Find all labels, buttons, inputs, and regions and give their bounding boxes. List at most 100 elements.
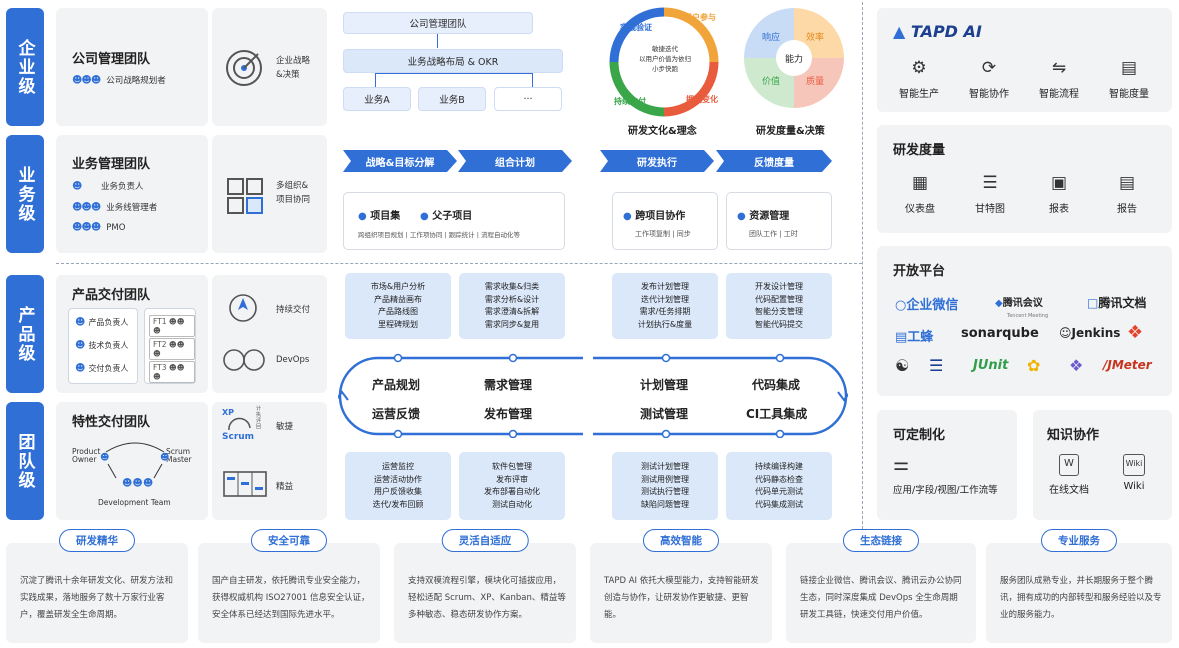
scrum-steps-label: 计 执 评 回 — [256, 406, 262, 430]
team-cycle-icon: ☻☻☻☻☻ — [100, 442, 169, 488]
loop-item-8: CI工具集成 — [746, 407, 808, 421]
feature-team-title: 特性交付团队 — [72, 415, 151, 430]
ft2-tag: FT2 ☻☻☻ — [149, 338, 195, 360]
scrum-cycle-icon — [228, 417, 251, 431]
product-team-card: 产品交付团队 ☻产品负责人 ☻技术负责人 ☻交付负责人 FT1 ☻☻☻ FT2 … — [56, 275, 208, 393]
user-icon: ☻ — [72, 181, 82, 192]
tapd-item-2[interactable]: ⟳智能协作 — [969, 58, 1009, 100]
culture-label-2: 持续交付 — [614, 96, 646, 106]
feature-tag-3: 灵活自适应 — [441, 529, 529, 552]
metrics-title: 研发度量 — [893, 143, 946, 158]
logo-sonarqube: sonarqube — [961, 326, 1039, 341]
arrow-execution: 研发执行 — [600, 150, 714, 172]
tapd-item-4[interactable]: ▤智能度量 — [1109, 58, 1149, 100]
scrum-master-label: Scrum Master — [166, 447, 192, 464]
product-role-1: ☻产品负责人 — [75, 317, 129, 328]
metrics-dashboard[interactable]: ▦仪表盘 — [905, 173, 935, 215]
metrics-gantt[interactable]: ☰甘特图 — [975, 173, 1005, 215]
lifecycle-loop — [338, 353, 848, 438]
wiki-icon: Wiki — [1123, 454, 1145, 476]
culture-caption: 研发文化&理念 — [628, 126, 697, 137]
tapd-ai-card: ▲ TAPD AI ⚙智能生产 ⟳智能协作 ⇋智能流程 ▤智能度量 — [877, 8, 1172, 112]
feature-text-4: TAPD AI 依托大模型能力，支持智能研发创造与协作，让研发协作更敏捷、更智能… — [604, 576, 759, 620]
feature-card-5: 生态链接链接企业微信、腾讯会议、腾讯云办公协同生态，同时深度集成 DevOps … — [786, 529, 976, 643]
project-t2: ● 父子项目 — [420, 211, 473, 222]
feature-text-5: 链接企业微信、腾讯会议、腾讯云办公协同生态，同时深度集成 DevOps 全生命周… — [800, 576, 962, 620]
delivery-devops-card: 持续交付 DevOps — [212, 275, 327, 393]
v-divider — [862, 2, 863, 534]
bottom-box-2: 软件包管理发布评审发布部署自动化测试自动化 — [459, 452, 565, 520]
business-role-1: ☻ 业务负责人 — [72, 181, 144, 192]
feature-tag-2: 安全可靠 — [251, 529, 327, 552]
scrum-label: Scrum — [222, 432, 255, 442]
product-role-3: ☻交付负责人 — [75, 363, 129, 374]
custom-card: 可定制化 ⚌ 应用/字段/视图/工作流等 — [877, 410, 1017, 520]
agile-label: 敏捷 — [276, 422, 294, 432]
knowledge-title: 知识协作 — [1047, 428, 1100, 443]
okr-node: 业务战略布局 & OKR — [343, 49, 563, 73]
ft3-tag: FT3 ☻☻☻ — [149, 361, 195, 383]
feature-card-3: 灵活自适应支持双模流程引擎，模块化可插拔应用，轻松适配 Scrum、XP、Kan… — [394, 529, 576, 643]
feature-card-1: 研发精华沉淀了腾讯十余年研发文化、研发方法和实践成果，落地服务了数十万家行业客户… — [6, 529, 188, 643]
gitlab-icon: ❖ — [1127, 322, 1144, 343]
measure-label-1: 效率 — [806, 31, 824, 43]
ft1-tag: FT1 ☻☻☻ — [149, 315, 195, 337]
custom-text: 应用/字段/视图/工作流等 — [893, 485, 998, 496]
tapd-item-1[interactable]: ⚙智能生产 — [899, 58, 939, 100]
chart-icon: ▣ — [1050, 173, 1068, 193]
metrics-report[interactable]: ▣报表 — [1049, 173, 1069, 215]
ai-production-icon: ⚙ — [911, 58, 927, 78]
open-title: 开放平台 — [893, 264, 946, 279]
tree-connector — [437, 34, 438, 48]
tapd-item-3[interactable]: ⇋智能流程 — [1039, 58, 1079, 100]
kanban-icon — [223, 471, 267, 497]
feature-text-6: 服务团队成熟专业，并长期服务于整个腾讯，拥有成功的内部转型和服务经验以及专业的服… — [1000, 576, 1162, 620]
measure-label-3: 质量 — [806, 75, 824, 87]
top-box-2: 需求收集&归类需求分析&设计需求澄清&拆解需求同步&复用 — [459, 273, 565, 339]
arrow-portfolio: 组合计划 — [458, 150, 572, 172]
svg-text:☻: ☻ — [100, 452, 109, 463]
bottom-box-1: 运营监控运营活动协作用户反馈收集迭代/发布回顾 — [345, 452, 451, 520]
product-team-title: 产品交付团队 — [72, 288, 151, 303]
feature-tag-6: 专业服务 — [1041, 529, 1117, 552]
logo-wecom: ○企业微信 — [895, 298, 959, 313]
feature-card-6: 专业服务服务团队成熟专业，并长期服务于整个腾讯，拥有成功的内部转型和服务经验以及… — [986, 529, 1172, 643]
resource-sub: 团队工作 | 工时 — [749, 230, 798, 238]
strategy-top-node: 公司管理团队 — [343, 12, 533, 34]
xp-label: XP — [222, 408, 235, 417]
top-box-4: 开发设计管理代码配置管理智能分支管理智能代码提交 — [726, 273, 832, 339]
logo-tencent-docs: □腾讯文档 — [1087, 296, 1147, 310]
feature-team-card: 特性交付团队 Product Owner Scrum Master ☻☻☻☻☻ … — [56, 402, 208, 520]
gantt-icon: ☰ — [982, 173, 998, 193]
feature-text-3: 支持双模流程引擎，模块化可插拔应用，轻松适配 Scrum、XP、Kanban、精… — [408, 576, 566, 620]
culture-center: 敏捷迭代 以用户价值为依归 小步快跑 — [639, 45, 691, 73]
multi-org-card: 多组织& 项目协同 — [212, 135, 327, 253]
bar-icon: ☰ — [929, 356, 944, 375]
target-icon — [226, 50, 262, 86]
ai-collab-icon: ⟳ — [981, 58, 997, 78]
company-team-title: 公司管理团队 — [72, 52, 151, 67]
ai-flow-icon: ⇋ — [1051, 58, 1067, 78]
user-group-icon: ☻☻☻ — [72, 202, 101, 213]
metrics-document[interactable]: ▤报告 — [1117, 173, 1137, 215]
loop-item-3: 计划管理 — [640, 378, 689, 392]
agile-lean-card: XP 计 执 评 回 Scrum 敏捷 精益 — [212, 402, 327, 520]
github-icon: ☯ — [895, 356, 910, 375]
measure-caption: 研发度量&决策 — [756, 126, 825, 137]
devops-label: DevOps — [276, 355, 310, 365]
loop-item-7: 测试管理 — [640, 407, 689, 421]
business-role-2: ☻☻☻业务线管理者 — [72, 202, 158, 213]
feature-card-2: 安全可靠国产自主研发，依托腾讯专业安全能力，获得权威机构 ISO27001 信息… — [198, 529, 380, 643]
company-team-card: 公司管理团队 ☻☻☻公司战略规划者 — [56, 8, 208, 126]
top-box-3: 发布计划管理迭代计划管理需求/任务排期计划执行&度量 — [612, 273, 718, 339]
top-box-1: 市场&用户分析产品精益画布产品路线图里程碑规划 — [345, 273, 451, 339]
loop-item-4: 代码集成 — [752, 378, 801, 392]
culture-wheel: 实践验证 用户参与 持续交付 拥抱变化 — [609, 7, 719, 117]
project-sub: 跨组织项目规划 | 工作项协同 | 跟踪统计 | 流程自动化等 — [358, 231, 520, 239]
product-owner-label: Product Owner — [72, 447, 101, 464]
